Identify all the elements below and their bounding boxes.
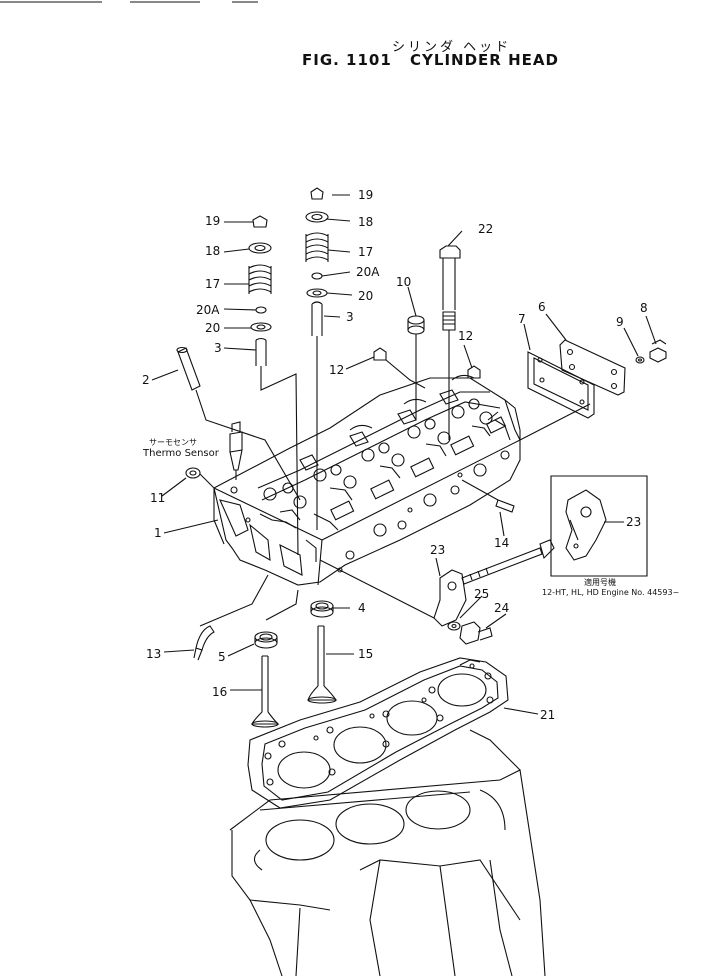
plugs-12 (374, 348, 480, 388)
inset-label-jp: 適用号機 (584, 578, 616, 587)
bracket-23 (320, 560, 492, 644)
callout-6: 6 (538, 300, 546, 314)
callout-23-inset: 23 (626, 515, 642, 529)
callout-18: 18 (358, 215, 374, 229)
plug-11 (186, 468, 214, 488)
callout-14: 14 (494, 536, 510, 550)
callout-4: 4 (358, 601, 366, 615)
inset-box (551, 476, 647, 576)
callout-16: 16 (212, 685, 228, 699)
callout-25: 25 (474, 587, 490, 601)
side-cover (520, 340, 666, 440)
head-bolt (440, 246, 460, 440)
callout-15: 15 (358, 647, 374, 661)
thermo-sensor (230, 422, 242, 480)
valve-lower (194, 575, 336, 727)
callout-20: 20 (205, 321, 221, 335)
callout-13: 13 (146, 647, 162, 661)
leader-lines (152, 195, 656, 714)
callout-17: 17 (358, 245, 374, 259)
plug-10 (408, 316, 424, 420)
engine-block (230, 730, 545, 976)
callout-24: 24 (494, 601, 510, 615)
valve-stack-left (249, 216, 298, 555)
figure-title: FIG. 1101 CYLINDER HEAD (302, 51, 559, 69)
callout-23: 23 (430, 543, 446, 557)
cylinder-head-body (214, 375, 520, 585)
valve-stack-right (306, 188, 328, 530)
callout-12: 12 (329, 363, 345, 377)
callout-21: 21 (540, 708, 556, 722)
callout-8: 8 (640, 301, 648, 315)
callout-5: 5 (218, 650, 226, 664)
callout-20a: 20A (196, 303, 220, 317)
figure-title-english: CYLINDER HEAD (410, 51, 559, 69)
callout-1: 1 (154, 526, 162, 540)
callout-3: 3 (214, 341, 222, 355)
callout-9: 9 (616, 315, 624, 329)
callout-3: 3 (346, 310, 354, 324)
inset-label: 12-HT, HL, HD Engine No. 44593~ (542, 588, 680, 597)
callout-12: 12 (458, 329, 474, 343)
callout-18: 18 (205, 244, 221, 258)
callout-10: 10 (396, 275, 412, 289)
callout-22: 22 (478, 222, 494, 236)
thermo-sensor-label-jp: サーモセンサ (149, 438, 197, 447)
callout-19: 19 (205, 214, 221, 228)
callout-2: 2 (142, 373, 150, 387)
callout-19: 19 (358, 188, 374, 202)
callout-11: 11 (150, 491, 166, 505)
thermo-sensor-label: Thermo Sensor (143, 448, 219, 459)
callout-7: 7 (518, 312, 526, 326)
callout-17: 17 (205, 277, 221, 291)
callout-20: 20 (358, 289, 374, 303)
stud-14 (462, 480, 514, 512)
head-gasket (248, 658, 508, 808)
callout-20a: 20A (356, 265, 380, 279)
part-2 (177, 348, 300, 501)
rocker-area (258, 375, 500, 530)
title-japanese: シリンダ ヘッド (392, 40, 512, 55)
figure-number: FIG. 1101 (302, 51, 392, 69)
